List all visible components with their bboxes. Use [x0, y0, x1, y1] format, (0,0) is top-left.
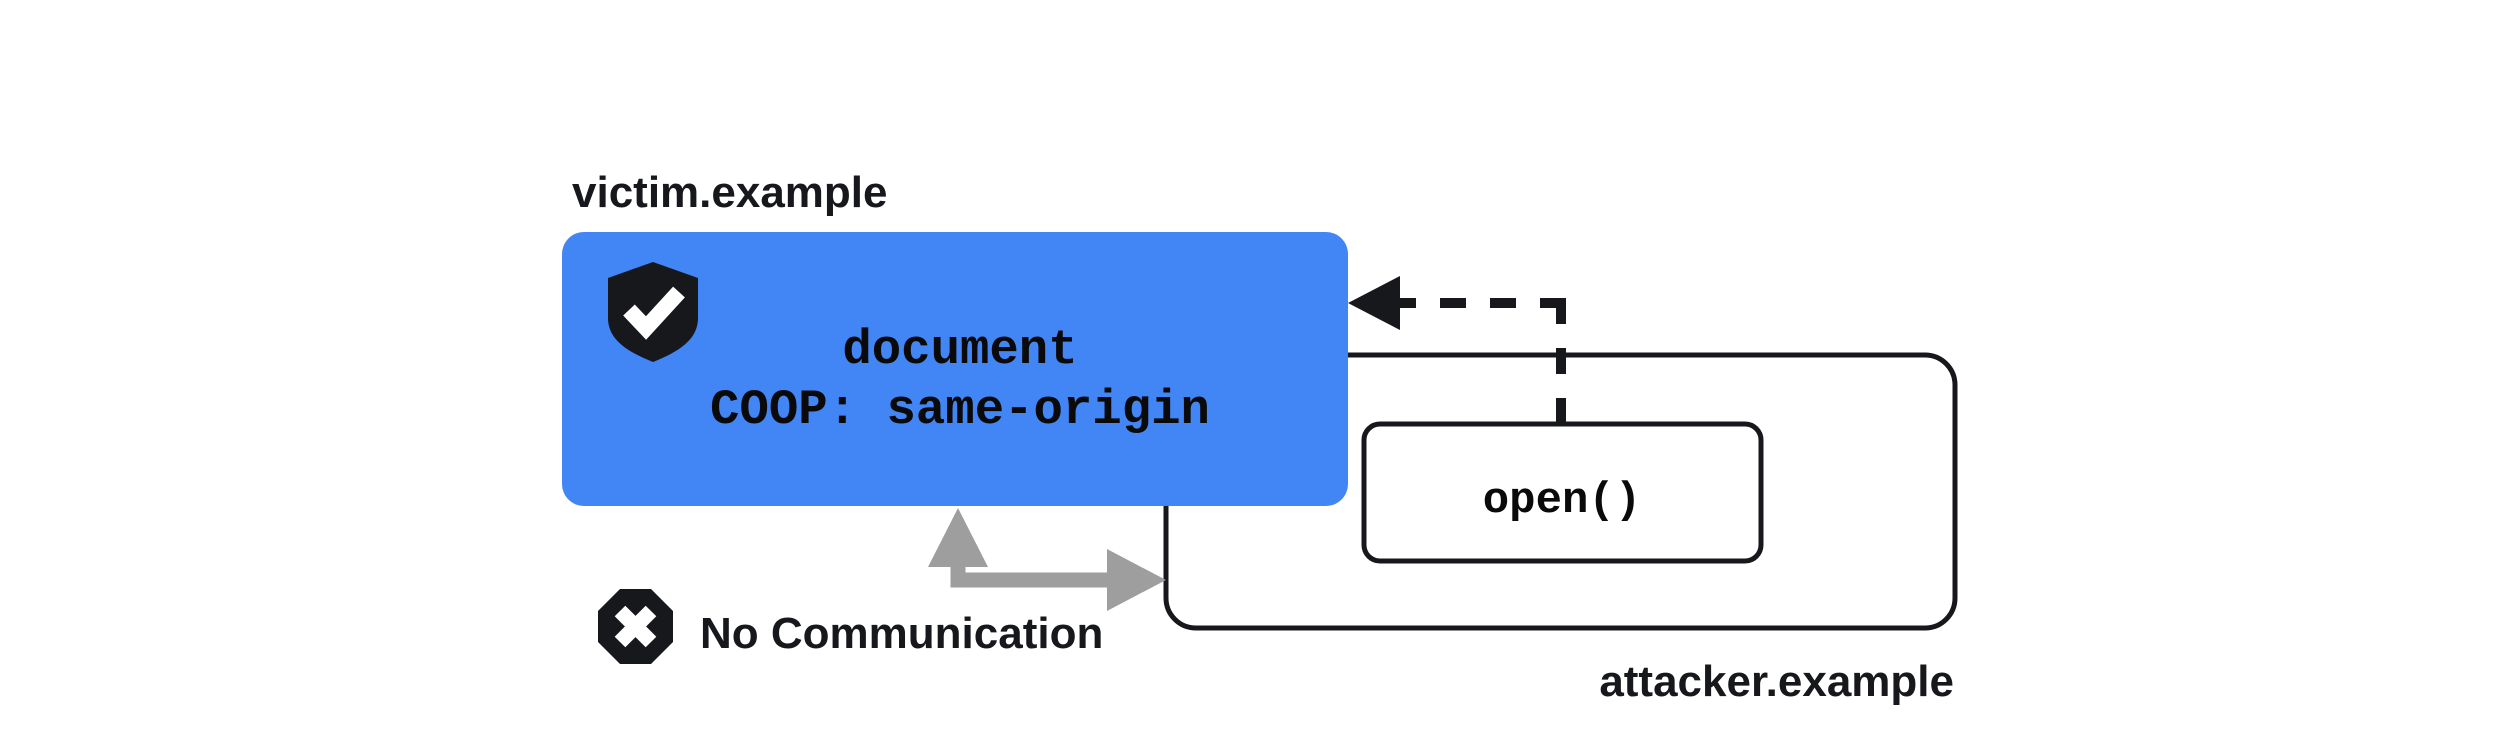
shield-check-icon: [608, 262, 698, 362]
octagon-x-icon: [598, 589, 673, 664]
no-communication-label: No Communication: [700, 609, 1103, 658]
victim-doc-line1: document: [842, 322, 1077, 378]
attacker-origin-label: attacker.example: [1599, 657, 1954, 706]
victim-doc-line2: COOP: same-origin: [710, 382, 1210, 438]
open-call-label: open(): [1483, 476, 1641, 526]
victim-document-box: [562, 232, 1348, 506]
no-communication-arrow: [928, 508, 1166, 611]
victim-origin-label: victim.example: [572, 168, 888, 217]
open-dashed-arrow: [1348, 276, 1566, 424]
